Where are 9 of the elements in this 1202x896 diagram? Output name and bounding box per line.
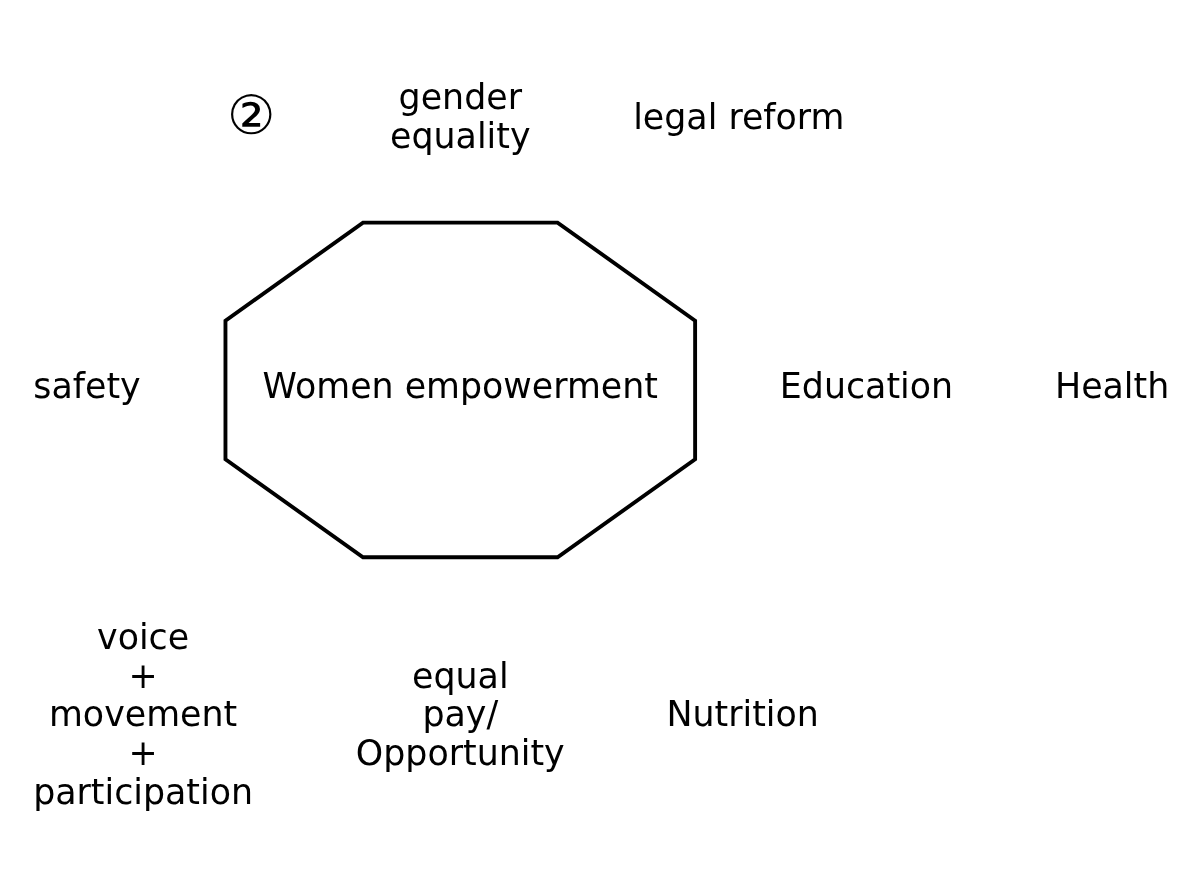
label: Nutrition bbox=[666, 694, 819, 735]
label: voice + movement + participation bbox=[33, 616, 254, 812]
label: ② bbox=[227, 83, 276, 147]
label: Education bbox=[779, 366, 954, 407]
label: gender equality bbox=[390, 77, 531, 157]
label: legal reform bbox=[633, 96, 845, 137]
label: equal pay/ Opportunity bbox=[355, 655, 565, 774]
label: Health bbox=[1054, 366, 1170, 407]
label: safety bbox=[33, 366, 141, 407]
